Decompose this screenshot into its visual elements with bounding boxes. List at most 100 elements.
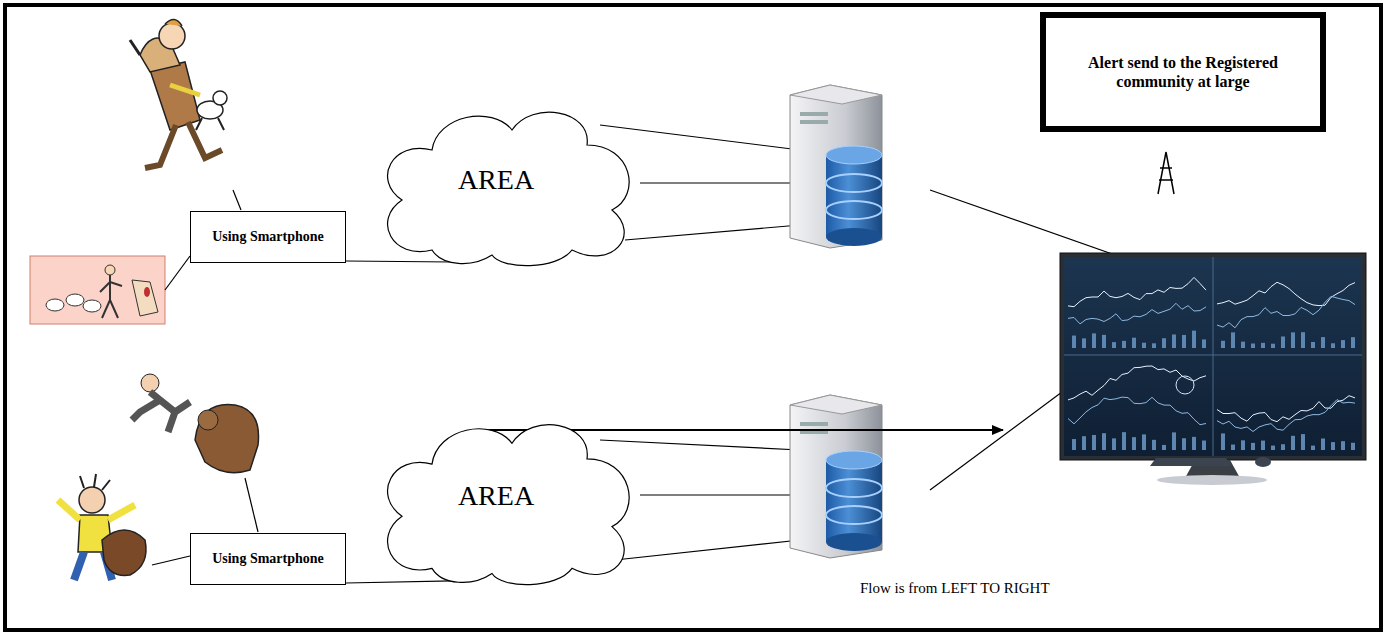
monitor-dashboard-part-part: [1231, 332, 1235, 348]
running-figure: [130, 19, 241, 210]
server-database: [790, 85, 882, 248]
network-link-part: [930, 392, 1062, 490]
server-database-part: [826, 460, 882, 542]
connector-line: [346, 581, 452, 583]
server-database-part: [800, 422, 828, 426]
antenna-symbol: [1158, 152, 1174, 194]
monitor-dashboard-part-part: [1281, 444, 1285, 450]
monitor-dashboard-part-part: [1261, 441, 1265, 450]
alert-box-part: Alert send to the Registered community a…: [1056, 53, 1310, 91]
area-cloud: AREA: [372, 100, 640, 266]
monitor-dashboard-part-part: [1182, 438, 1186, 450]
monitor-dashboard-part-part: [1202, 441, 1206, 450]
dog-chase-picture-part: [165, 256, 190, 290]
server-database-part: [826, 146, 882, 164]
network-link-part: [600, 125, 800, 150]
monitor-dashboard-part: [1157, 475, 1267, 485]
server-database-part: [790, 85, 882, 248]
monitor-dashboard-part-part: [1341, 340, 1345, 348]
area-cloud: AREA: [372, 412, 640, 585]
bitten-man-figure-part: [80, 474, 110, 490]
monitor-dashboard-part-part: [1122, 432, 1126, 450]
monitor-dashboard-part-part: [1321, 337, 1325, 348]
monitor-dashboard-part-part: [1142, 434, 1146, 450]
server-database-part: [826, 201, 882, 219]
server-database-part: [826, 228, 882, 246]
monitor-dashboard-part-part: [1271, 344, 1275, 348]
monitor-dashboard-part-part: [1202, 339, 1206, 348]
monitor-dashboard-part-part: [1341, 441, 1345, 450]
dog-attack-figure-part: [132, 392, 190, 432]
monitor-dashboard-part-part: [1068, 303, 1206, 324]
server-database-part: [790, 395, 882, 414]
dog-attack-figure-part: [141, 374, 159, 392]
monitor-dashboard-part-part: [1152, 343, 1156, 348]
bitten-man-figure-part: [58, 500, 135, 520]
server-database-part: [826, 533, 882, 551]
monitor-dashboard-part-part: [1241, 342, 1245, 348]
monitor-dashboard-part-part: [1132, 338, 1136, 348]
monitor-dashboard-part: [1068, 277, 1355, 450]
dog-chase-picture-part: [144, 287, 150, 297]
monitor-dashboard-part-part: [1092, 435, 1096, 450]
server-database-part: [790, 85, 882, 104]
input-box: Using Smartphone: [190, 211, 346, 263]
monitor-dashboard-part-part: [1231, 445, 1235, 450]
monitor-dashboard-part-part: [1217, 282, 1355, 305]
area-label: AREA: [458, 480, 534, 512]
dog-chase-picture-part: [30, 256, 165, 324]
running-figure-part: [233, 190, 241, 210]
running-figure-part: [150, 62, 200, 130]
server-database-part: [826, 451, 882, 469]
dog-chase-picture-part: [83, 300, 101, 312]
dog-attack-figure-part: [198, 410, 218, 430]
monitor-dashboard-part-part: [1162, 445, 1166, 450]
monitor-dashboard-part-part: [1221, 433, 1225, 450]
running-figure-part: [130, 40, 140, 55]
monitor-dashboard-part-part: [1311, 446, 1315, 450]
monitor-dashboard-part-part: [1092, 333, 1096, 348]
monitor-dashboard-part-part: [1217, 400, 1355, 432]
server-database: [790, 395, 882, 558]
monitor-dashboard-part-part: [1102, 335, 1106, 348]
dog-attack-figure-part: [245, 478, 258, 532]
running-figure-part: [196, 118, 224, 130]
monitor-dashboard-part-part: [1142, 343, 1146, 348]
monitor-dashboard-part-part: [1301, 332, 1305, 348]
monitor-dashboard-part: [1064, 355, 1362, 356]
monitor-dashboard-part-part: [1291, 332, 1295, 348]
monitor-dashboard-part-part: [1068, 277, 1206, 306]
bitten-man-figure-part: [79, 487, 105, 513]
monitor-dashboard-part-part: [1251, 343, 1255, 348]
server-database-part: [826, 155, 882, 237]
input-box-part: Using Smartphone: [212, 229, 324, 246]
monitor-dashboard-part-part: [1241, 440, 1245, 450]
server-database-part: [800, 120, 828, 124]
running-figure-part: [170, 85, 200, 95]
connector-line: [346, 261, 452, 262]
server-database-part: [826, 174, 882, 192]
network-link-part: [640, 182, 800, 183]
monitor-dashboard-part: [1060, 253, 1366, 460]
monitor-dashboard-part-part: [1271, 446, 1275, 450]
monitor-dashboard-part-part: [1291, 436, 1295, 450]
running-figure-part: [159, 23, 185, 49]
monitor-dashboard-part: [1176, 376, 1194, 394]
monitor-dashboard-part-part: [1331, 442, 1335, 450]
network-link-part: [615, 540, 800, 560]
input-box-part: Using Smartphone: [212, 551, 324, 568]
monitor-dashboard-part-part: [1351, 337, 1355, 348]
bitten-man-figure-part: [102, 530, 146, 575]
monitor-dashboard-part-part: [1162, 338, 1166, 348]
area-label: AREA: [458, 164, 534, 196]
monitor-dashboard-part-part: [1221, 341, 1225, 348]
network-link-part: [600, 440, 800, 450]
monitor-dashboard-part: [1213, 257, 1214, 456]
monitor-dashboard-part-part: [1217, 396, 1355, 422]
network-link-part: [930, 190, 1118, 256]
dog-attack-figure-part: [195, 404, 259, 472]
monitor-dashboard-part-part: [1217, 296, 1355, 328]
monitor-dashboard-part-part: [1082, 338, 1086, 348]
server-database-part: [790, 395, 882, 558]
